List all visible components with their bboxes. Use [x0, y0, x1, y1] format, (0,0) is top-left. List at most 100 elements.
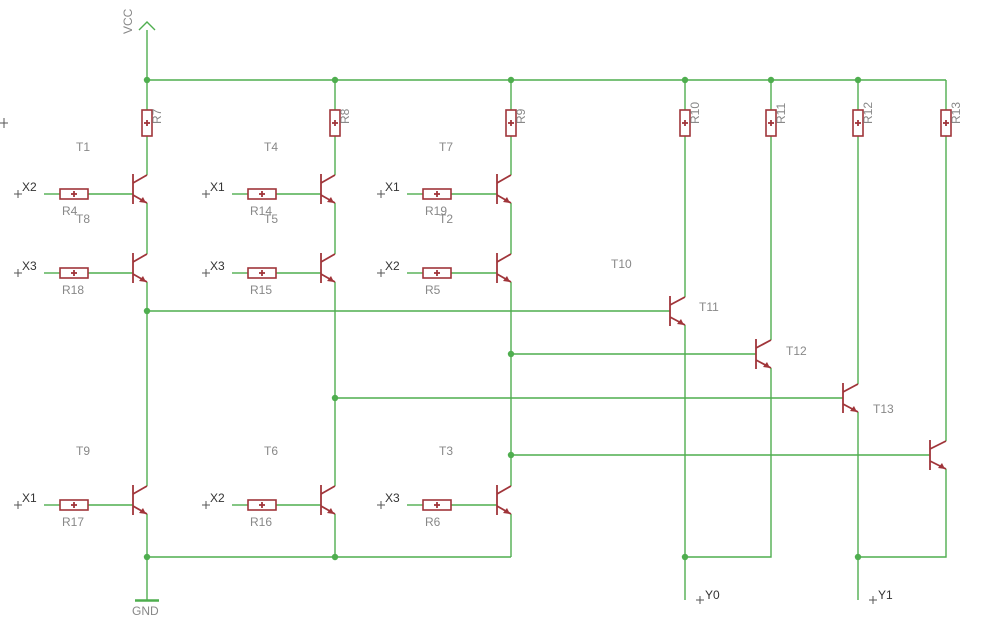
transistor-label-t13: T13 [873, 402, 894, 416]
transistor-collector [496, 253, 512, 263]
resistor-label-r9: R9 [514, 108, 528, 124]
transistor-arrow [139, 276, 146, 282]
transistor-q-t12 [755, 339, 772, 369]
output-label-y0: Y0 [705, 588, 720, 602]
resistor-label-r6: R6 [425, 515, 441, 529]
transistor-arrow [850, 406, 857, 412]
transistor-label-t12: T12 [786, 344, 807, 358]
resistor-r19: R19 [422, 188, 452, 218]
resistor-r15: R15 [247, 267, 277, 297]
transistor-label-t1: T1 [76, 140, 90, 154]
resistor-r5: R5 [422, 267, 452, 297]
labels: VCCX2X3X1X1X3X2X1X2X3T1T8T9T4T5T6T7T2T3T… [0, 8, 894, 618]
transistor-collector [320, 485, 336, 495]
resistor-r18: R18 [59, 267, 89, 297]
resistor-label-r8: R8 [338, 108, 352, 124]
transistor-arrow [763, 362, 770, 368]
resistor-label-r16: R16 [250, 515, 272, 529]
resistor-r17: R17 [59, 499, 89, 529]
transistor-collector [320, 253, 336, 263]
input-x3: X3 [14, 259, 37, 277]
transistor-arrow [677, 319, 684, 325]
input-label-x1: X1 [385, 180, 400, 194]
transistor-arrow [503, 508, 510, 514]
gnd-label: GND [132, 604, 159, 618]
transistor-arrow [938, 463, 945, 469]
input-x3: X3 [202, 259, 225, 277]
resistor-label-r11: R11 [774, 103, 788, 124]
transistor-collector [496, 174, 512, 184]
resistor-r9: R9 [505, 108, 528, 137]
transistor-label-t10: T10 [611, 257, 632, 271]
input-label-x1: X1 [22, 491, 37, 505]
transistor-arrow [327, 197, 334, 203]
resistor-label-r17: R17 [62, 515, 84, 529]
resistor-r4: R4 [59, 188, 89, 218]
junction-dot [854, 553, 862, 561]
transistor-collector [929, 440, 947, 450]
transistor-q-t11 [669, 296, 686, 326]
resistor-r13: R13 [940, 102, 963, 137]
resistor-label-r15: R15 [250, 283, 272, 297]
resistor-r6: R6 [422, 499, 452, 529]
input-x1: X1 [14, 491, 37, 509]
resistor-label-r19: R19 [425, 204, 447, 218]
input-label-x2: X2 [22, 180, 37, 194]
transistor-arrow [139, 197, 146, 203]
transistor-label-t4: T4 [264, 140, 278, 154]
transistor-label-t5: T5 [264, 212, 278, 226]
transistor-arrow [139, 508, 146, 514]
transistor-arrow [503, 276, 510, 282]
input-x2: X2 [377, 259, 400, 277]
transistor-label-t8: T8 [76, 212, 90, 226]
transistor-arrow [327, 276, 334, 282]
resistor-r11: R11 [765, 103, 788, 137]
transistor-label-t11: T11 [699, 300, 719, 314]
transistor-q [496, 485, 512, 515]
transistor-collector [669, 296, 686, 306]
resistor-label-r18: R18 [62, 283, 84, 297]
transistor-collector [132, 485, 148, 495]
resistor-r10: R10 [679, 102, 702, 137]
transistor-q [132, 253, 148, 283]
input-label-x3: X3 [385, 491, 400, 505]
junction-dot [143, 307, 151, 315]
resistor-r7: R7 [141, 108, 164, 137]
input-x1: X1 [377, 180, 400, 198]
transistor-label-t6: T6 [264, 444, 278, 458]
input-label-x3: X3 [210, 259, 225, 273]
junction-dot [331, 553, 339, 561]
transistor-q [320, 253, 336, 283]
transistor-label-t9: T9 [76, 444, 90, 458]
junction-dot [331, 394, 339, 402]
resistor-label-r12: R12 [861, 102, 875, 124]
transistor-collector [755, 339, 772, 349]
transistor-q [320, 174, 336, 204]
transistor-collector [320, 174, 336, 184]
transistor-q-t13 [842, 383, 859, 413]
junction-dot [507, 350, 515, 358]
transistor-label-t7: T7 [439, 140, 453, 154]
resistor-label-r7: R7 [150, 108, 164, 124]
output-label-y1: Y1 [878, 588, 893, 602]
input-label-x2: X2 [385, 259, 400, 273]
input-x2: X2 [14, 180, 37, 198]
output-y1: Y1 [869, 588, 893, 604]
out-emitter [685, 368, 772, 558]
input-x1: X1 [202, 180, 225, 198]
transistor-collector [132, 253, 148, 263]
output-y0: Y0 [696, 588, 720, 604]
input-x3: X3 [377, 491, 400, 509]
resistor-label-r5: R5 [425, 283, 441, 297]
transistor-q-t14 [929, 440, 947, 470]
vcc-arrow [138, 21, 156, 31]
transistor-q [320, 485, 336, 515]
resistor-r8: R8 [329, 108, 352, 137]
resistor-label-r13: R13 [949, 102, 963, 124]
transistor-collector [132, 174, 148, 184]
vcc-label: VCC [121, 8, 135, 34]
transistor-q [132, 174, 148, 204]
junction-dot [507, 451, 515, 459]
resistor-label-r4: R4 [62, 204, 78, 218]
